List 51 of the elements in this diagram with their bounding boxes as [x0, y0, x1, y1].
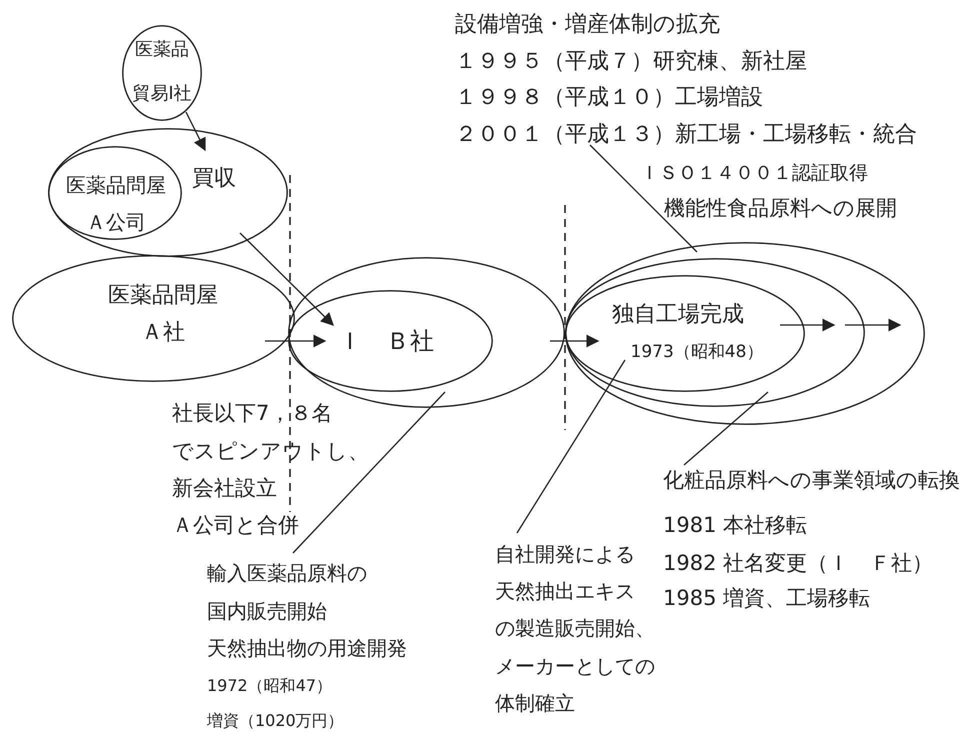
- ellipse: [12, 255, 295, 382]
- leader-line: [292, 392, 446, 554]
- ellipse: [565, 242, 925, 425]
- note-text: ＩＳＯ１４００１認証取得: [640, 164, 868, 182]
- label-text: 1981 本社移転: [663, 514, 808, 536]
- arrow: [185, 112, 206, 152]
- label-text: 貿易I社: [132, 85, 192, 103]
- label-text: 医薬品問屋: [108, 285, 218, 307]
- label-text: 増資（1020万円）: [207, 713, 344, 729]
- label-text: 天然抽出物の用途開発: [207, 638, 407, 658]
- label-text: 1973（昭和48）: [630, 344, 764, 360]
- note-text: 社長以下7，８名: [172, 402, 332, 424]
- ellipse: [565, 275, 805, 392]
- label-text: １９９８（平成１０）工場増設: [455, 87, 763, 109]
- label-text: １９９５（平成７）研究棟、新社屋: [455, 51, 807, 73]
- label-text: 国内販売開始: [207, 601, 327, 621]
- note-text: 新会社設立: [172, 478, 277, 498]
- note-text: 機能性食品原料への展開: [664, 198, 897, 218]
- ellipse: [48, 128, 288, 257]
- label-text: ２００１（平成１３）新工場・工場移転・統合: [455, 124, 917, 146]
- label-text: メーカーとしての: [495, 656, 655, 676]
- label-text: 自社開発による: [495, 544, 635, 564]
- label-text: Ａ社: [141, 322, 185, 344]
- label-text: 体制確立: [495, 693, 575, 713]
- label-text: 天然抽出エキス: [495, 581, 635, 601]
- leader-line: [684, 392, 768, 466]
- arrow: [780, 318, 836, 332]
- label-text: 買収: [192, 168, 236, 190]
- label-text: 医薬品: [135, 41, 189, 59]
- arrow: [240, 232, 334, 326]
- label-text: 1982 社名変更（Ｉ Ｆ社）: [663, 552, 934, 574]
- leader-line: [516, 360, 626, 534]
- label-text: 設備増強・増産体制の拡充: [455, 14, 720, 36]
- label-text: の製造販売開始、: [495, 618, 655, 638]
- label-text: 化粧品原料への事業領域の転換: [663, 470, 960, 490]
- ellipse: [565, 258, 865, 407]
- note-text: Ａ公司と合併: [172, 514, 299, 536]
- label-text: 1985 増資、工場移転: [663, 588, 870, 608]
- leader-line: [590, 144, 698, 252]
- label-text: 独自工場完成: [612, 304, 744, 326]
- note-text: でスピンアウトし、: [172, 440, 369, 462]
- label-text: 1972（昭和47）: [207, 678, 332, 694]
- label-text: Ａ公司: [86, 212, 146, 232]
- ellipse: [122, 25, 202, 121]
- arrow: [550, 334, 600, 348]
- arrow: [845, 318, 902, 332]
- ellipse: [288, 290, 493, 392]
- label-text: 輸入医薬品原料の: [207, 563, 367, 583]
- ellipse: [48, 146, 182, 240]
- label-text: Ｉ Ｂ社: [338, 329, 434, 353]
- label-text: 医薬品問屋: [66, 175, 166, 195]
